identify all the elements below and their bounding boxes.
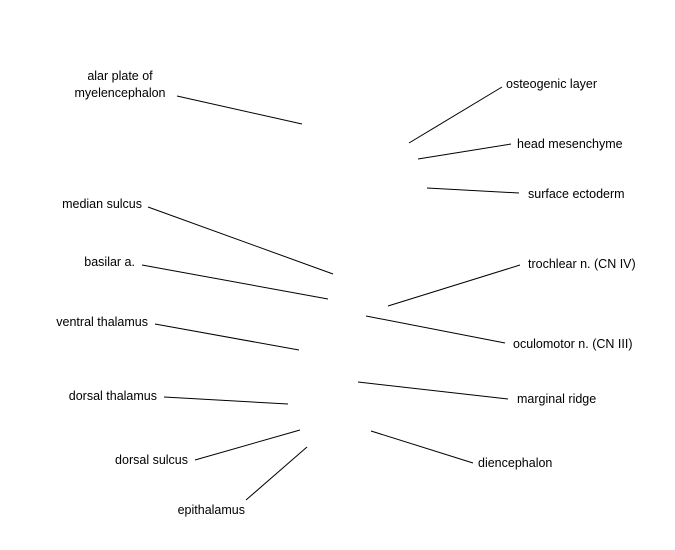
label-dorsal-sulcus: dorsal sulcus: [115, 453, 188, 467]
leader-line-epithalamus: [245, 446, 308, 501]
label-diencephalon: diencephalon: [478, 456, 553, 470]
label-ventral-thalamus: ventral thalamus: [56, 315, 148, 329]
leader-line-alar-plate: [176, 95, 303, 125]
leader-line-head-mesenchyme: [417, 143, 512, 160]
leader-line-dorsal-thalamus: [163, 396, 289, 405]
leader-line-oculomotor-n: [365, 315, 506, 344]
leader-line-trochlear-n: [387, 264, 521, 307]
label-basilar-a: basilar a.: [84, 255, 135, 269]
leader-line-surface-ectoderm: [426, 187, 520, 194]
leader-line-dorsal-sulcus: [194, 429, 301, 461]
leader-line-ventral-thalamus: [154, 323, 300, 351]
label-trochlear-n: trochlear n. (CN IV): [528, 257, 636, 271]
leader-line-basilar-a: [141, 264, 329, 300]
label-osteogenic-layer: osteogenic layer: [506, 77, 598, 91]
label-oculomotor-n: oculomotor n. (CN III): [513, 337, 633, 351]
leader-line-marginal-ridge: [357, 381, 509, 400]
label-epithalamus: epithalamus: [177, 503, 245, 517]
label-surface-ectoderm: surface ectoderm: [528, 187, 625, 201]
leader-line-median-sulcus: [147, 206, 334, 275]
label-head-mesenchyme: head mesenchyme: [517, 137, 623, 151]
label-dorsal-thalamus: dorsal thalamus: [68, 389, 157, 403]
label-median-sulcus: median sulcus: [62, 197, 142, 211]
leader-line-diencephalon: [370, 430, 474, 464]
label-alar-plate-of-myelencephalon: alar plate of myelencephalon: [74, 69, 166, 100]
label-marginal-ridge: marginal ridge: [517, 392, 597, 406]
leader-line-osteogenic-layer: [408, 86, 503, 144]
